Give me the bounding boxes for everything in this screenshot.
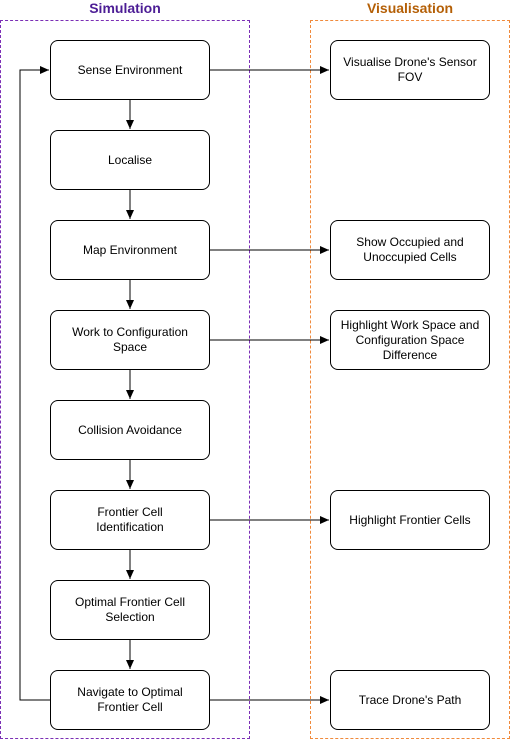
visualisation-lane: [310, 20, 510, 739]
vis-drone-path: Trace Drone's Path: [330, 670, 490, 730]
visualisation-lane-title: Visualisation: [366, 0, 454, 16]
step-optimal-frontier-cell-selection: Optimal Frontier Cell Selection: [50, 580, 210, 640]
vis-sensor-fov: Visualise Drone's Sensor FOV: [330, 40, 490, 100]
step-frontier-cell-identification: Frontier Cell Identification: [50, 490, 210, 550]
step-collision-avoidance: Collision Avoidance: [50, 400, 210, 460]
step-map-environment: Map Environment: [50, 220, 210, 280]
vis-occupied-cells: Show Occupied and Unoccupied Cells: [330, 220, 490, 280]
arrow-loop-navigate-to-sense: [19, 66, 50, 701]
step-work-to-configuration-space: Work to Configuration Space: [50, 310, 210, 370]
step-navigate-to-optimal-frontier-cell: Navigate to Optimal Frontier Cell: [50, 670, 210, 730]
vis-space-difference: Highlight Work Space and Configuration S…: [330, 310, 490, 370]
step-sense-environment: Sense Environment: [50, 40, 210, 100]
simulation-lane: [0, 20, 250, 739]
simulation-lane-title: Simulation: [89, 0, 161, 16]
vis-frontier-cells: Highlight Frontier Cells: [330, 490, 490, 550]
step-localise: Localise: [50, 130, 210, 190]
